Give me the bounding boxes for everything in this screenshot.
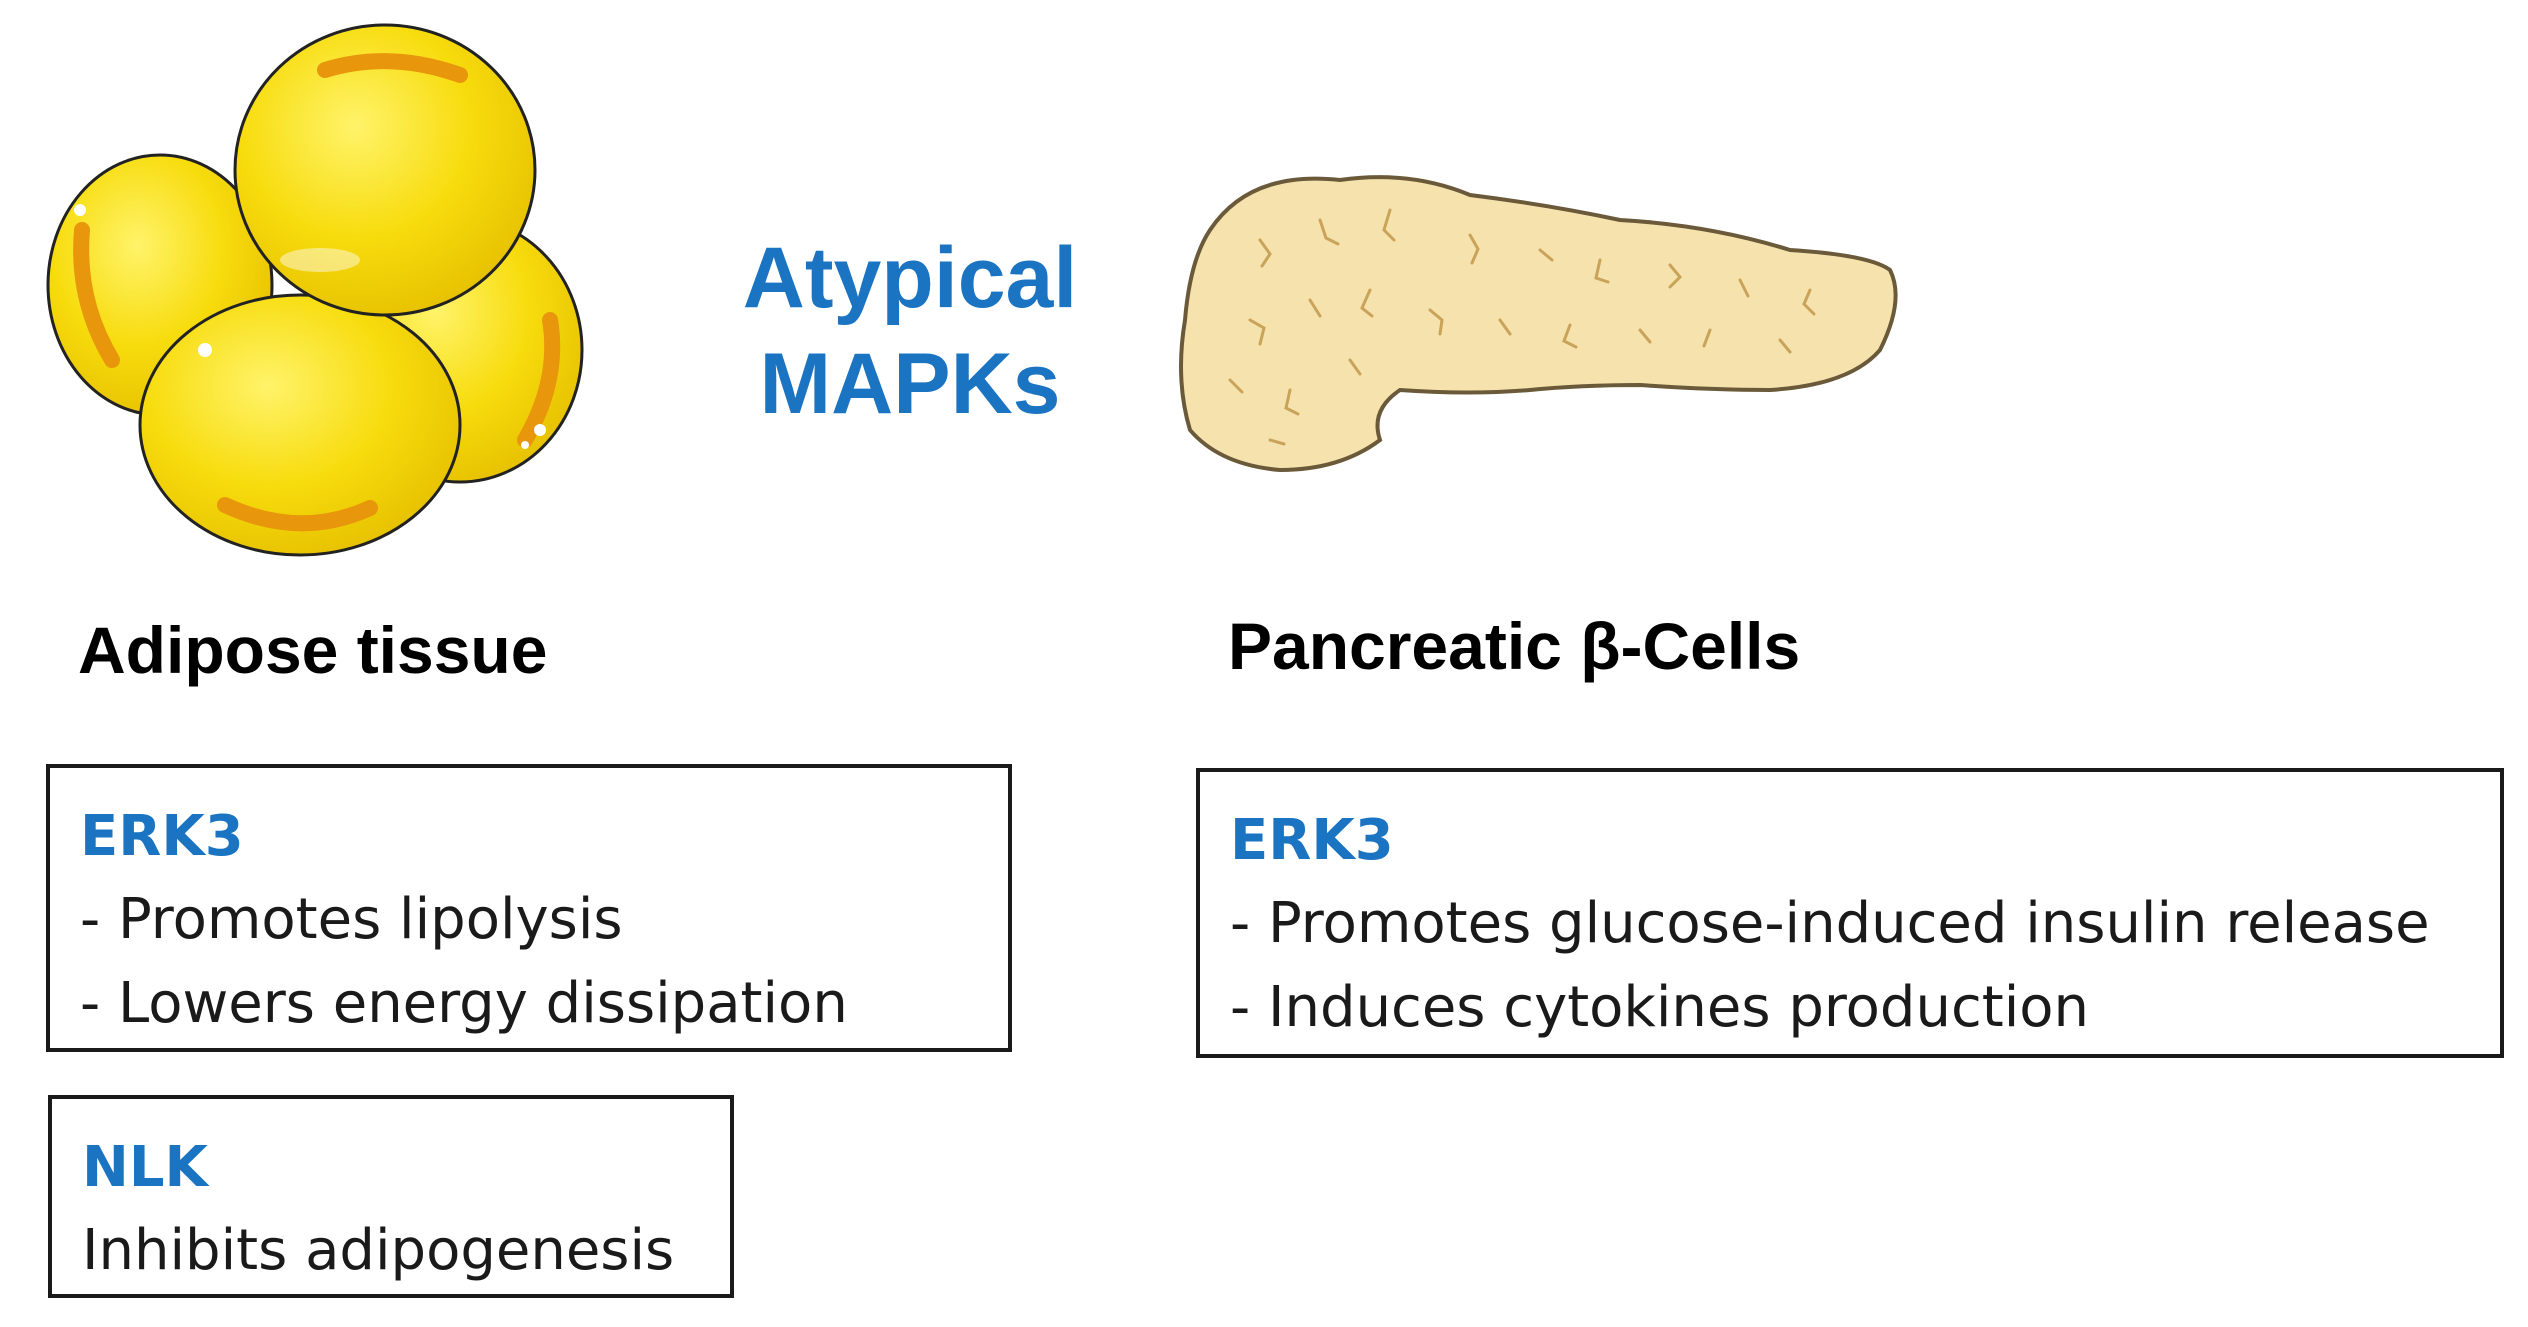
pancreas-heading: Pancreatic β-Cells — [1228, 609, 1801, 683]
fat-cell-top — [233, 23, 537, 317]
adipose-erk3-line-1: - Promotes lipolysis — [80, 887, 623, 952]
pancreas-body — [1179, 175, 1898, 473]
center-title-line-2: MAPKs — [759, 336, 1061, 432]
pancreas-erk3-box: ERK3 - Promotes glucose-induced insulin … — [1196, 768, 2504, 1058]
pancreas-erk3-line-1: - Promotes glucose-induced insulin relea… — [1230, 891, 2430, 956]
adipose-erk3-title: ERK3 — [80, 804, 244, 869]
adipose-heading: Adipose tissue — [78, 613, 548, 687]
pancreas-erk3-title: ERK3 — [1230, 808, 1394, 873]
adipose-nlk-line-1: Inhibits adipogenesis — [82, 1218, 675, 1283]
center-title: Atypical MAPKs — [690, 225, 1130, 437]
adipose-erk3-box: ERK3 - Promotes lipolysis - Lowers energ… — [46, 764, 1012, 1052]
adipose-erk3-line-2: - Lowers energy dissipation — [80, 971, 848, 1036]
fat-cell-bottom — [138, 293, 462, 557]
pancreas-erk3-line-2: - Induces cytokines production — [1230, 975, 2090, 1040]
adipose-nlk-box: NLK Inhibits adipogenesis — [48, 1095, 734, 1298]
center-title-line-1: Atypical — [742, 230, 1078, 326]
pancreas-icon — [1179, 175, 1898, 473]
adipose-nlk-title: NLK — [82, 1135, 208, 1200]
pancreas-lobules — [1228, 208, 1816, 446]
adipocyte-cluster-icon — [46, 23, 584, 557]
